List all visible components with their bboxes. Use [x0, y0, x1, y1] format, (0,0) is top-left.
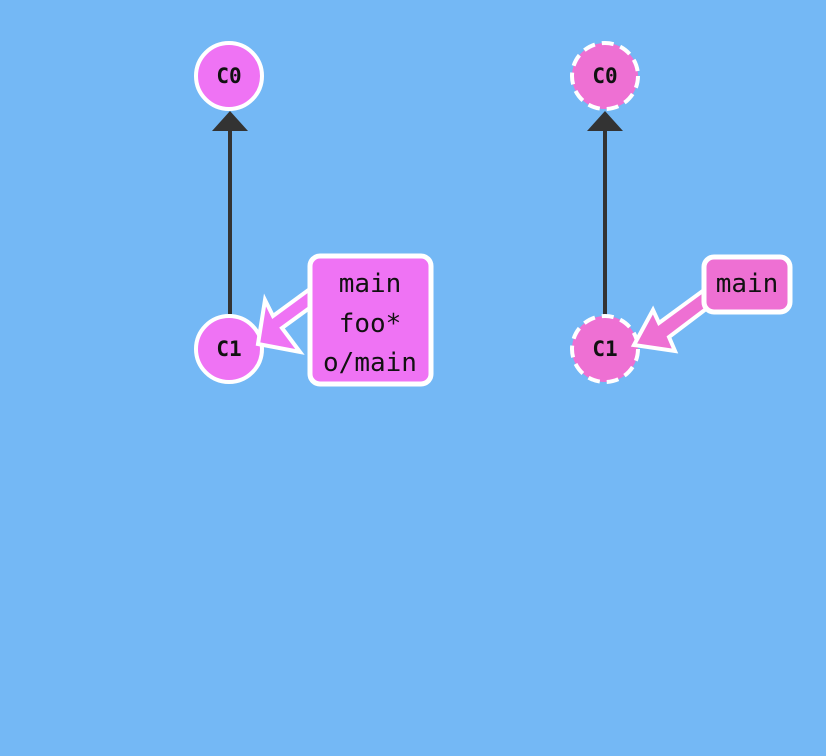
- local-commit-c0-label: C0: [216, 64, 241, 88]
- remote-commit-c1-label: C1: [592, 337, 617, 361]
- local-repo: C0 C1 main foo* o/main: [194, 41, 434, 387]
- local-commit-c1[interactable]: C1: [194, 314, 264, 384]
- branch-label-o-main: o/main: [323, 348, 417, 378]
- remote-repo: C0 C1 main: [570, 41, 793, 384]
- branch-label-main: main: [339, 269, 402, 299]
- remote-edge-c1-c0: [587, 111, 623, 316]
- local-commit-c0[interactable]: C0: [194, 41, 264, 111]
- remote-commit-c0[interactable]: C0: [570, 41, 640, 111]
- remote-commit-c1[interactable]: C1: [570, 314, 640, 384]
- local-edge-c1-c0: [212, 111, 248, 314]
- local-commit-c1-label: C1: [216, 337, 241, 361]
- remote-branch-label-main: main: [716, 269, 779, 299]
- local-branch-label[interactable]: main foo* o/main: [307, 253, 434, 387]
- remote-commit-c0-label: C0: [592, 64, 617, 88]
- remote-branch-label[interactable]: main: [701, 254, 793, 315]
- branch-label-foo: foo*: [339, 309, 402, 339]
